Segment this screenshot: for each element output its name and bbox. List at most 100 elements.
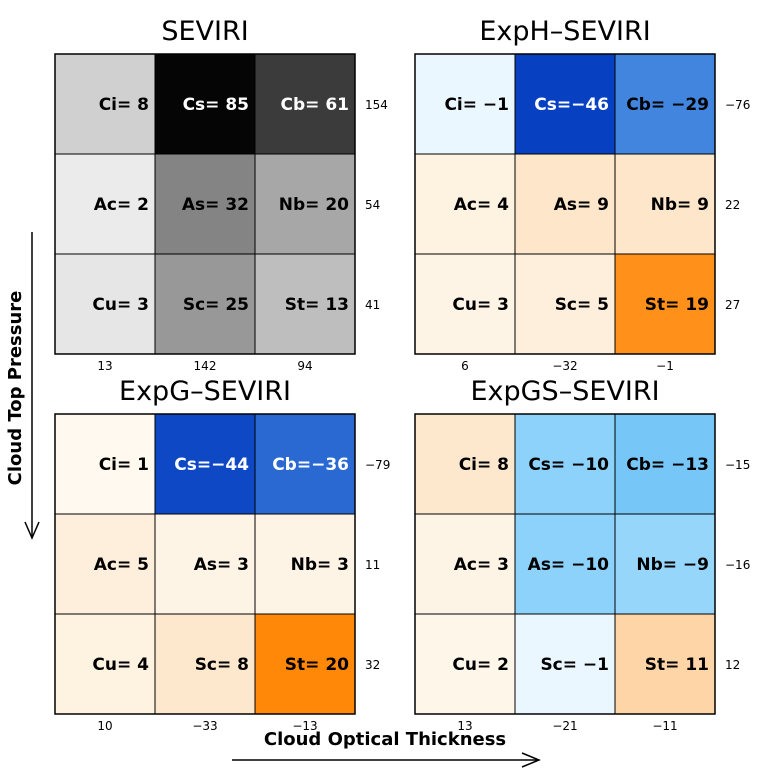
cell-label: Sc= 8 [195,655,249,675]
heatmap-cell [54,513,156,615]
panel-border [54,53,356,355]
heatmap-cell [254,413,356,515]
panel-title: ExpH–SEVIRI [479,16,650,47]
col-sum-label: 94 [297,359,312,373]
row-sum-label: 54 [365,198,380,212]
cell-label: Nb= −9 [636,555,709,575]
y-axis-label: Cloud Top Pressure [5,291,26,486]
cell-label: Ci= −1 [444,95,509,115]
col-sum-label: −13 [292,719,317,733]
col-sum-label: 142 [194,359,217,373]
cell-label: Cu= 2 [452,655,509,675]
cell-label: Cb= −29 [626,95,709,115]
heatmap-cell [414,613,516,715]
panel-title: ExpG–SEVIRI [119,376,291,407]
cell-label: Cb= −13 [626,455,709,475]
col-sum-label: 6 [461,359,469,373]
cell-label: St= 20 [285,655,349,675]
cell-label: As= 9 [554,195,609,215]
row-sum-label: −16 [725,558,750,572]
cell-label: Ac= 2 [94,195,149,215]
heatmap-cell [414,513,516,615]
cell-label: Cb=−36 [272,455,349,475]
row-sum-label: 32 [365,658,380,672]
heatmap-cell [514,253,616,355]
panel-border [414,413,716,715]
heatmap-cell [54,53,156,155]
cell-label: As= 3 [194,555,249,575]
row-sum-label: −15 [725,458,750,472]
cell-label: Cu= 3 [92,295,149,315]
heatmap-cell [614,413,716,515]
cell-label: St= 19 [645,295,709,315]
heatmap-cell [614,53,716,155]
cell-label: Cb= 61 [281,95,349,115]
col-sum-label: 13 [457,719,472,733]
cell-label: Ci= 8 [99,95,149,115]
cell-label: Ac= 3 [454,555,509,575]
heatmap-cell [154,513,256,615]
heatmap-cell [614,153,716,255]
heatmap-cell [54,153,156,255]
cell-label: Ac= 4 [454,195,509,215]
heatmap-cell [54,613,156,715]
cell-label: St= 13 [285,295,349,315]
cell-label: Sc= 25 [183,295,249,315]
heatmap-cell [414,53,516,155]
x-axis-label: Cloud Optical Thickness [264,729,506,750]
cell-label: Nb= 20 [279,195,349,215]
row-sum-label: 27 [725,298,740,312]
row-sum-label: 11 [365,558,380,572]
cell-label: As= −10 [528,555,610,575]
heatmap-cell [514,153,616,255]
heatmap-cell [154,413,256,515]
heatmap-cell [154,153,256,255]
col-sum-label: −11 [652,719,677,733]
heatmap-cell [414,253,516,355]
panel-border [54,413,356,715]
heatmap-cell [154,253,256,355]
row-sum-label: −76 [725,98,750,112]
col-sum-label: 10 [97,719,112,733]
cell-label: Sc= 5 [555,295,609,315]
heatmap-cell [514,53,616,155]
row-sum-label: 12 [725,658,740,672]
row-sum-label: 41 [365,298,380,312]
cell-label: Cs=−46 [534,95,609,115]
panel-title: SEVIRI [161,16,248,47]
cell-label: Ci= 8 [459,455,509,475]
heatmap-cell [254,513,356,615]
heatmap-cell [54,413,156,515]
panel-title: ExpGS–SEVIRI [470,376,659,407]
heatmap-cell [154,613,256,715]
panel-border [414,53,716,355]
cell-label: Cs=−44 [174,455,249,475]
heatmap-cell [514,413,616,515]
cell-label: Cs= −10 [528,455,609,475]
col-sum-label: −1 [656,359,674,373]
cell-label: Nb= 9 [651,195,709,215]
cell-label: Ci= 1 [99,455,149,475]
heatmap-cell [254,153,356,255]
heatmap-cell [154,53,256,155]
col-sum-label: −21 [552,719,577,733]
heatmap-cell [414,413,516,515]
cell-label: St= 11 [645,655,709,675]
row-sum-label: 154 [365,98,388,112]
cell-label: As= 32 [182,195,249,215]
col-sum-label: −33 [192,719,217,733]
heatmap-cell [614,253,716,355]
cell-label: Nb= 3 [291,555,349,575]
heatmap-cell [414,153,516,255]
row-sum-label: −79 [365,458,390,472]
x-axis-arrowhead [521,752,541,768]
cell-label: Cu= 3 [452,295,509,315]
cell-label: Ac= 5 [94,555,149,575]
cell-label: Cu= 4 [92,655,149,675]
col-sum-label: −32 [552,359,577,373]
heatmap-cell [514,613,616,715]
